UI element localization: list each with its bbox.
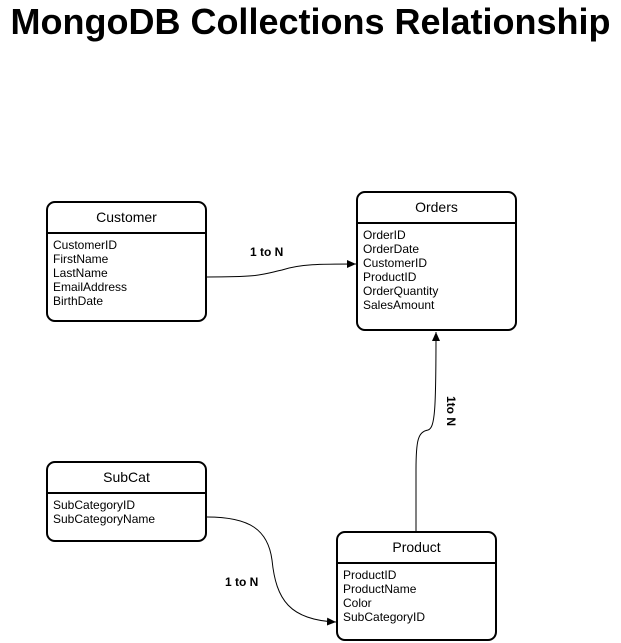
subcat-entity[interactable]: SubCat SubCategoryID SubCategoryName xyxy=(46,461,207,542)
entity-title: Orders xyxy=(358,193,515,224)
entity-fields: SubCategoryID SubCategoryName xyxy=(48,494,205,526)
entity-fields: ProductID ProductName Color SubCategoryI… xyxy=(338,564,495,624)
entity-title: Product xyxy=(338,533,495,564)
field-salesamount: SalesAmount xyxy=(363,298,435,312)
entity-fields: CustomerID FirstName LastName EmailAddre… xyxy=(48,234,205,308)
field-subcategoryid: SubCategoryID xyxy=(343,610,426,624)
field-color: Color xyxy=(343,596,372,610)
subcat-product-label: 1 to N xyxy=(225,575,258,589)
field-subcategoryid: SubCategoryID xyxy=(53,498,136,512)
field-lastname: LastName xyxy=(53,266,108,280)
orders-entity[interactable]: Orders OrderID OrderDate CustomerID Prod… xyxy=(356,191,517,331)
customer-entity[interactable]: Customer CustomerID FirstName LastName E… xyxy=(46,201,207,322)
product-entity[interactable]: Product ProductID ProductName Color SubC… xyxy=(336,531,497,641)
subcat-product-connector xyxy=(206,516,337,626)
entity-fields: OrderID OrderDate CustomerID ProductID O… xyxy=(358,224,515,312)
entity-title: SubCat xyxy=(48,463,205,494)
field-customerid: CustomerID xyxy=(53,238,118,252)
field-productname: ProductName xyxy=(343,582,417,596)
product-orders-connector xyxy=(415,331,440,532)
entity-title: Customer xyxy=(48,203,205,234)
page-title: MongoDB Collections Relationship xyxy=(10,1,611,42)
field-emailaddress: EmailAddress xyxy=(53,280,128,294)
product-orders-label: 1to N xyxy=(444,396,458,426)
field-customerid: CustomerID xyxy=(363,256,428,270)
field-birthdate: BirthDate xyxy=(53,294,104,308)
field-productid: ProductID xyxy=(363,270,417,284)
customer-orders-connector xyxy=(206,260,357,278)
field-orderquantity: OrderQuantity xyxy=(363,284,439,298)
field-orderdate: OrderDate xyxy=(363,242,420,256)
field-orderid: OrderID xyxy=(363,228,406,242)
customer-orders-label: 1 to N xyxy=(250,245,283,259)
field-subcategoryname: SubCategoryName xyxy=(53,512,156,526)
field-firstname: FirstName xyxy=(53,252,109,266)
field-productid: ProductID xyxy=(343,568,397,582)
